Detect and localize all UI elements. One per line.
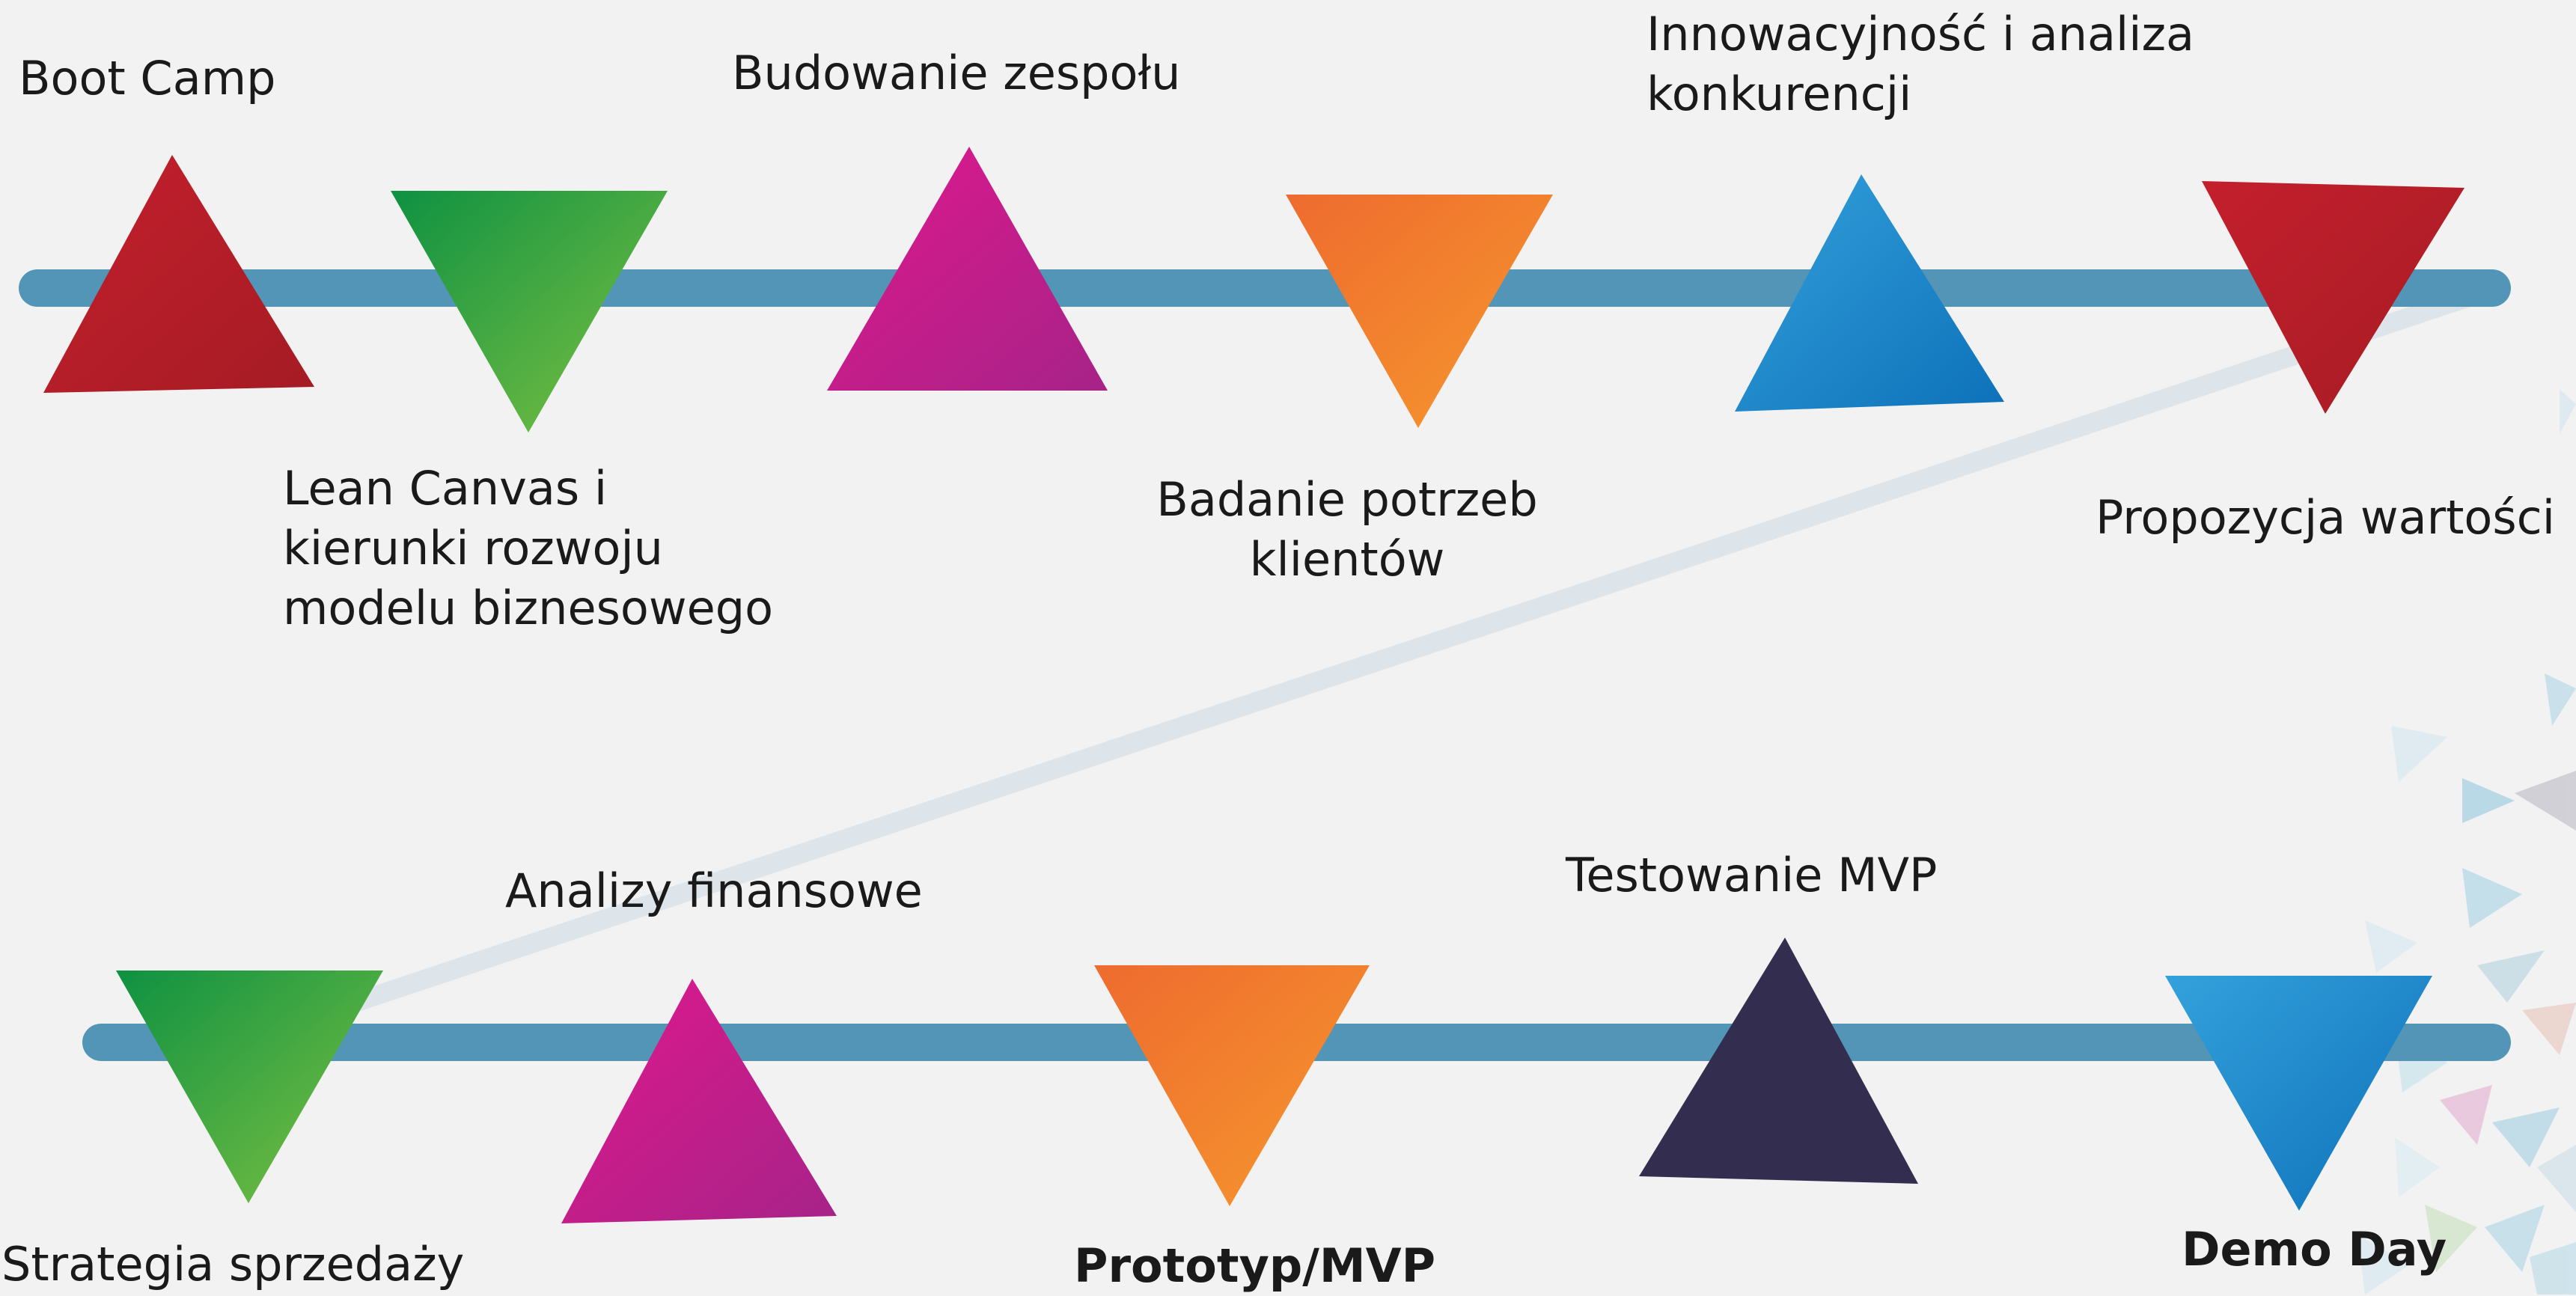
triangle-up-analizy-finansowe xyxy=(561,979,837,1223)
connector-line xyxy=(237,278,2506,1048)
step-label-propozycja-wartosci: Propozycja wartości xyxy=(2096,490,2555,545)
step-label-demo-day: Demo Day xyxy=(2182,1222,2447,1277)
triangle-up-boot-camp xyxy=(43,155,314,393)
triangle-down-propozycja-wartosci xyxy=(2202,181,2464,414)
decorative-mosaic xyxy=(2357,389,2576,1295)
triangle-down-prototyp-mvp xyxy=(1094,965,1370,1206)
step-label-testowanie-mvp: Testowanie MVP xyxy=(1566,848,1938,902)
step-label-analizy-finansowe: Analizy finansowe xyxy=(505,864,923,918)
triangle-down-strategia-sprzedazy xyxy=(116,971,383,1203)
triangle-down-badanie-potrzeb xyxy=(1286,195,1553,428)
step-label-strategia-sprzedazy: Strategia sprzedaży xyxy=(1,1237,465,1292)
step-label-boot-camp: Boot Camp xyxy=(19,51,276,106)
triangle-down-lean-canvas xyxy=(391,191,668,432)
triangle-down-demo-day xyxy=(2165,976,2432,1211)
triangle-up-innowacyjnosc xyxy=(1735,174,2004,412)
step-label-prototyp-mvp: Prototyp/MVP xyxy=(1074,1238,1436,1293)
step-label-lean-canvas: Lean Canvas i kierunki rozwoju modelu bi… xyxy=(283,461,773,635)
step-label-innowacyjnosc: Innowacyjność i analiza konkurencji xyxy=(1646,7,2195,121)
step-label-badanie-potrzeb: Badanie potrzeb klientów xyxy=(1156,472,1538,587)
triangle-up-testowanie-mvp xyxy=(1639,938,1918,1184)
step-label-budowanie-zespolu: Budowanie zespołu xyxy=(732,46,1181,100)
triangle-up-budowanie-zespolu xyxy=(827,147,1108,391)
